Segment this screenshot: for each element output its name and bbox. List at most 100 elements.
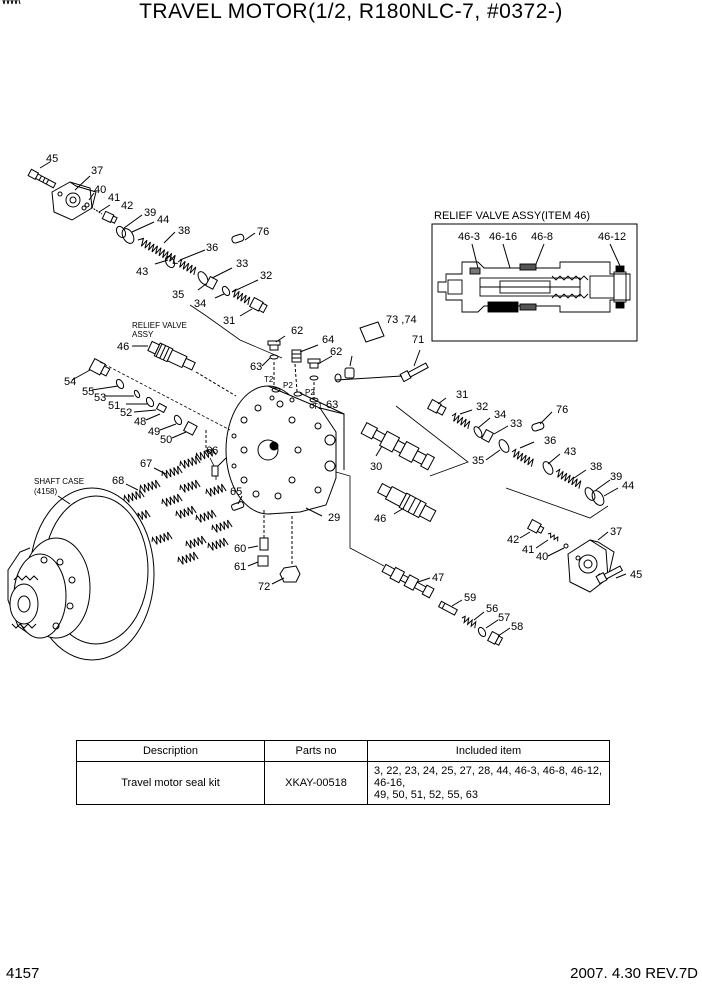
date-revision: 2007. 4.30 REV.7D [570,965,698,982]
callout-30: 30 [370,461,383,473]
callout-38: 38 [590,461,603,473]
top-plugs [261,321,429,400]
inset-label-46-16: 46-16 [489,231,518,243]
callout-45: 45 [46,153,59,165]
callout-44: 44 [157,214,170,226]
callout-62: 62 [291,325,304,337]
relief-valve-lower [376,482,437,523]
callout-39: 39 [144,207,157,219]
callout-53: 53 [94,392,107,404]
callout-62: 62 [330,346,343,358]
callout-63: 63 [250,361,263,373]
callout-64: 64 [322,334,335,346]
spool-47 [335,471,511,646]
spool-30 [360,422,436,471]
callout-35: 35 [172,289,185,301]
left-chain [71,358,231,439]
inset-label-46-8: 46-8 [531,231,554,243]
callout-41: 41 [108,192,121,204]
callout-56: 56 [486,603,499,615]
callout-31: 31 [456,389,469,401]
callout-43: 43 [564,446,577,458]
port-t2-label: T2 [264,375,274,384]
port-p2a-label: P2 [283,381,293,390]
callout-47: 47 [432,572,445,584]
callout-33: 33 [236,258,249,270]
relief-valve-top [132,340,237,397]
included-line-1: 3, 22, 23, 24, 25, 27, 28, 44, 46-3, 46-… [374,765,603,789]
inset-label-46-12: 46-12 [598,231,627,243]
callout-34: 34 [194,298,207,310]
callout-61: 61 [234,561,247,573]
callout-45: 45 [630,569,643,581]
callout-40: 40 [536,551,549,563]
top-left-chain [27,161,283,359]
right-chain [395,397,619,519]
port-p2b-label: P2 [305,388,315,397]
callout-38: 38 [178,225,191,237]
callout-48: 48 [134,416,147,428]
callout-55: 55 [82,386,95,398]
callout-67: 67 [140,458,153,470]
callout-39: 39 [610,471,623,483]
callout-37: 37 [610,526,623,538]
table-row: Travel motor seal kit XKAY-00518 3, 22, … [76,761,610,805]
callout-68: 68 [112,475,125,487]
shaft-case-label: SHAFT CASE [34,477,85,486]
inset-title: RELIEF VALVE ASSY(ITEM 46) [434,210,591,222]
table-header-parts-no: Parts no [264,740,368,762]
table-cell-parts-no: XKAY-00518 [264,761,368,805]
pistons-springs [0,0,233,567]
callout-29: 29 [328,512,341,524]
callout-42: 42 [121,200,134,212]
callout-72: 72 [258,581,271,593]
table-cell-description: Travel motor seal kit [76,761,265,805]
callout-32: 32 [260,270,273,282]
callout-52: 52 [120,407,133,419]
table-header-included-item: Included item [367,740,610,762]
callout-34: 34 [494,409,507,421]
callout-44: 44 [622,480,635,492]
relief-valve-label: RELIEF VALVE [132,321,187,330]
small-items-lower [205,430,323,585]
bottom-right-cover [519,518,627,593]
callout-35: 35 [472,455,485,467]
callout-76: 76 [556,404,569,416]
page-title: TRAVEL MOTOR(1/2, R180NLC-7, #0372-) [139,0,563,23]
shaft-case-no-label: (4158) [34,487,58,496]
callout-71: 71 [412,334,425,346]
callout-59: 59 [464,592,477,604]
shaft-case [7,487,155,661]
callout-46: 46 [374,513,387,525]
callout-51: 51 [108,400,121,412]
relief-valve-inset [431,223,638,342]
callout-32: 32 [476,401,489,413]
table-header-description: Description [76,740,265,762]
callout-50: 50 [160,434,173,446]
callout-58: 58 [511,621,524,633]
item-73-74-label: 73 ,74 [386,314,417,326]
callout-54: 54 [64,376,77,388]
callout-63: 63 [326,399,339,411]
callout-76: 76 [257,226,270,238]
seal-kit-table: Description Parts no Included item Trave… [76,740,610,805]
callout-31: 31 [223,315,236,327]
callout-42: 42 [507,534,520,546]
assy-label: ASSY [132,330,154,339]
inset-label-46-3: 46-3 [458,231,481,243]
callout-40: 40 [94,184,107,196]
page-number: 4157 [6,965,40,982]
callout-43: 43 [136,266,149,278]
callout-41: 41 [522,544,535,556]
callout-36: 36 [544,435,557,447]
callout-36: 36 [206,242,219,254]
table-cell-included-item: 3, 22, 23, 24, 25, 27, 28, 44, 46-3, 46-… [367,761,610,805]
included-line-2: 49, 50, 51, 52, 55, 63 [374,789,478,801]
callout-65: 65 [230,486,243,498]
callout-49: 49 [148,426,161,438]
port-t1-label: T1 [313,402,323,411]
callout-37: 37 [91,165,104,177]
callout-46: 46 [117,341,130,353]
valve-block [225,385,345,515]
